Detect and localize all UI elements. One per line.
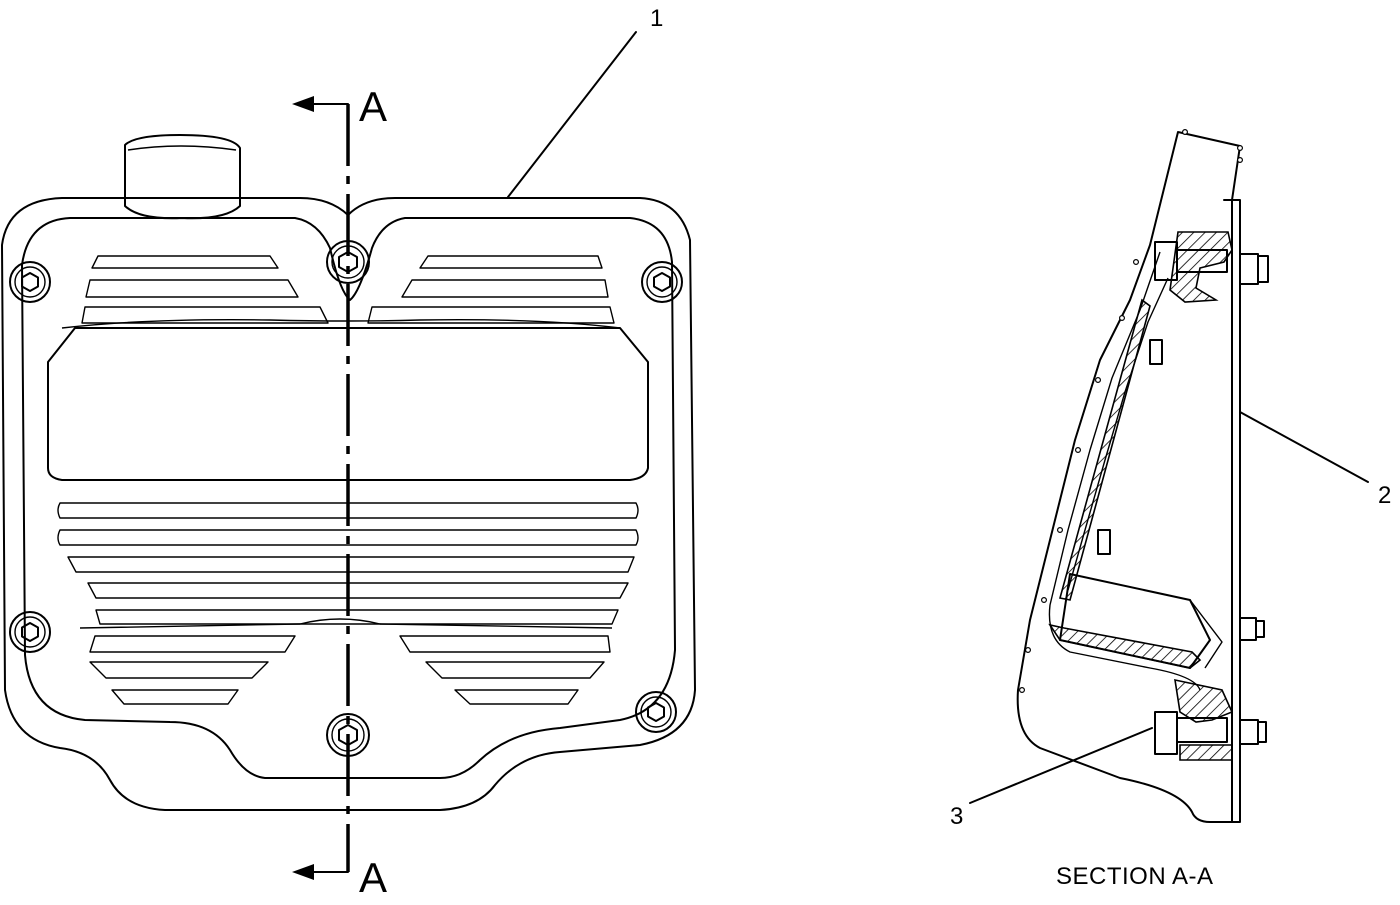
section-inner-profile bbox=[1048, 251, 1201, 691]
rib-upper-left-2 bbox=[85, 279, 299, 298]
internal-baffle-edge bbox=[1189, 599, 1223, 669]
rib-upper-right-3 bbox=[367, 306, 615, 324]
cover-inner-panel bbox=[21, 217, 676, 779]
rib-bottom-right-1 bbox=[399, 635, 611, 653]
bottom-boss-section bbox=[1174, 678, 1234, 723]
rib-upper-left-1 bbox=[91, 255, 279, 269]
rib-lower-4 bbox=[87, 582, 629, 599]
rib-bottom-right-3 bbox=[454, 689, 579, 705]
rib-bottom-right-2 bbox=[425, 661, 605, 679]
clip-lower bbox=[1097, 529, 1111, 555]
top-stud-assembly bbox=[1154, 241, 1269, 285]
bolt-top-right bbox=[641, 261, 683, 303]
leader-line-1 bbox=[507, 31, 637, 198]
rib-lower-5 bbox=[95, 609, 619, 625]
valve-cover-front-view: A A 1 bbox=[1, 5, 696, 901]
inclined-wall-section bbox=[1059, 298, 1151, 601]
bolt-top-left bbox=[9, 261, 51, 303]
cover-center-window-inner bbox=[61, 318, 621, 329]
rib-bottom-left-1 bbox=[89, 635, 296, 653]
rib-bottom-left-2 bbox=[89, 661, 269, 679]
rib-lower-2 bbox=[57, 529, 639, 546]
clip-upper bbox=[1149, 339, 1163, 365]
section-label-top: A bbox=[359, 83, 387, 130]
leader-line-2 bbox=[1239, 411, 1369, 483]
top-boss-section bbox=[1169, 231, 1233, 303]
middle-stud bbox=[1239, 617, 1265, 641]
rib-upper-left-3 bbox=[81, 306, 329, 324]
callout-1: 1 bbox=[650, 5, 663, 32]
rib-upper-right-2 bbox=[401, 279, 609, 298]
bolt-bottom-left bbox=[9, 611, 51, 653]
bolt-bottom-right bbox=[635, 691, 677, 733]
section-label-bottom: A bbox=[359, 854, 387, 901]
section-arrowhead-top bbox=[292, 96, 314, 112]
cover-outer-outline bbox=[1, 197, 696, 811]
rib-lower-1 bbox=[57, 502, 639, 519]
internal-baffle-box bbox=[1059, 573, 1211, 669]
leader-line-3 bbox=[969, 727, 1153, 804]
bottom-stud-assembly bbox=[1154, 711, 1267, 755]
callout-2: 2 bbox=[1378, 482, 1391, 509]
mounting-plate bbox=[1231, 199, 1241, 823]
bottom-flange-section bbox=[1179, 744, 1233, 761]
callout-3: 3 bbox=[950, 803, 963, 830]
rib-lower-3 bbox=[67, 556, 635, 573]
oil-filler-neck-inner bbox=[127, 145, 237, 151]
section-view: 2 3 SECTION A-A bbox=[950, 129, 1391, 890]
rib-upper-right-1 bbox=[419, 255, 603, 269]
cover-lower-contour bbox=[79, 618, 613, 629]
section-caption: SECTION A-A bbox=[1056, 863, 1214, 890]
lower-wall-section bbox=[1048, 623, 1202, 669]
rib-bottom-left-3 bbox=[111, 689, 239, 705]
section-outer-profile bbox=[1016, 131, 1241, 823]
edge-rivets bbox=[1018, 129, 1243, 693]
cover-center-window bbox=[47, 327, 649, 481]
section-arrowhead-bottom bbox=[292, 864, 314, 880]
